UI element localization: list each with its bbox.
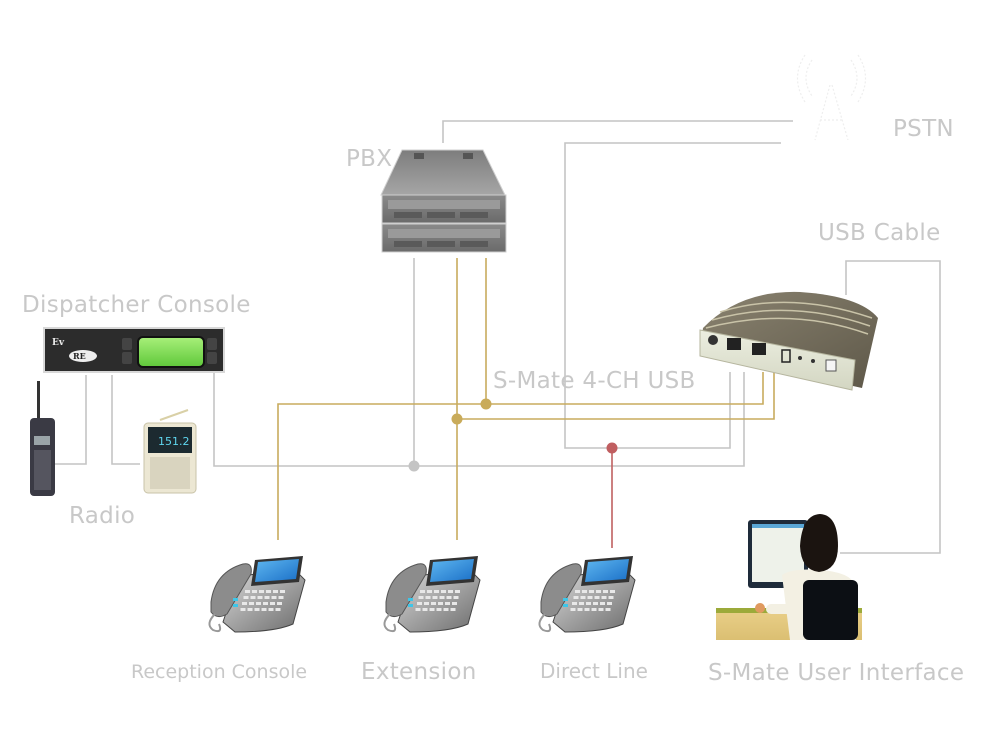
desk-phone-icon-extension: [383, 556, 481, 633]
label-pbx: PBX: [346, 146, 393, 172]
desk-phone-icon-reception: [208, 556, 306, 633]
cell-tower-icon: [796, 54, 867, 141]
radio-display-text: 151.2: [158, 435, 190, 448]
label-extension: Extension: [361, 659, 477, 685]
junction-dot-gold-1: [480, 398, 492, 410]
handheld-radio-icon: [30, 381, 55, 496]
label-smate-ui: S-Mate User Interface: [708, 660, 965, 686]
label-direct-line: Direct Line: [540, 659, 648, 683]
line-dispatcher-handheld: [55, 375, 87, 465]
line-pbx-pstn: [442, 120, 793, 143]
computer-user-icon: [716, 514, 862, 640]
label-reception-console: Reception Console: [131, 661, 308, 683]
line-pbx-reception: [277, 258, 487, 540]
svg-text:Ev: Ev: [52, 338, 65, 348]
label-smate-device: S-Mate 4-CH USB: [493, 368, 696, 394]
label-pstn: PSTN: [893, 116, 954, 142]
label-dispatcher-console: Dispatcher Console: [22, 292, 251, 318]
label-usb-cable: USB Cable: [818, 220, 941, 246]
junction-dot-red: [606, 442, 618, 454]
dispatcher-console-icon: Ev RE: [43, 327, 225, 373]
junction-dot-gray: [408, 460, 420, 472]
label-radio: Radio: [69, 503, 136, 529]
desk-phone-icon-direct-line: [538, 556, 636, 633]
usb-gateway-box-icon: [699, 291, 878, 391]
line-smate-gold-1: [486, 372, 764, 405]
line-dispatcher-pocket: [111, 375, 140, 465]
line-smate-pstn: [564, 142, 781, 449]
line-smate-gold-2: [457, 372, 775, 420]
line-usb-cable: [840, 260, 941, 554]
pocket-radio-icon: 151.2: [143, 409, 197, 494]
svg-text:RE: RE: [73, 351, 86, 361]
rack-server-icon: [380, 149, 507, 253]
junction-dot-gold-2: [451, 413, 463, 425]
